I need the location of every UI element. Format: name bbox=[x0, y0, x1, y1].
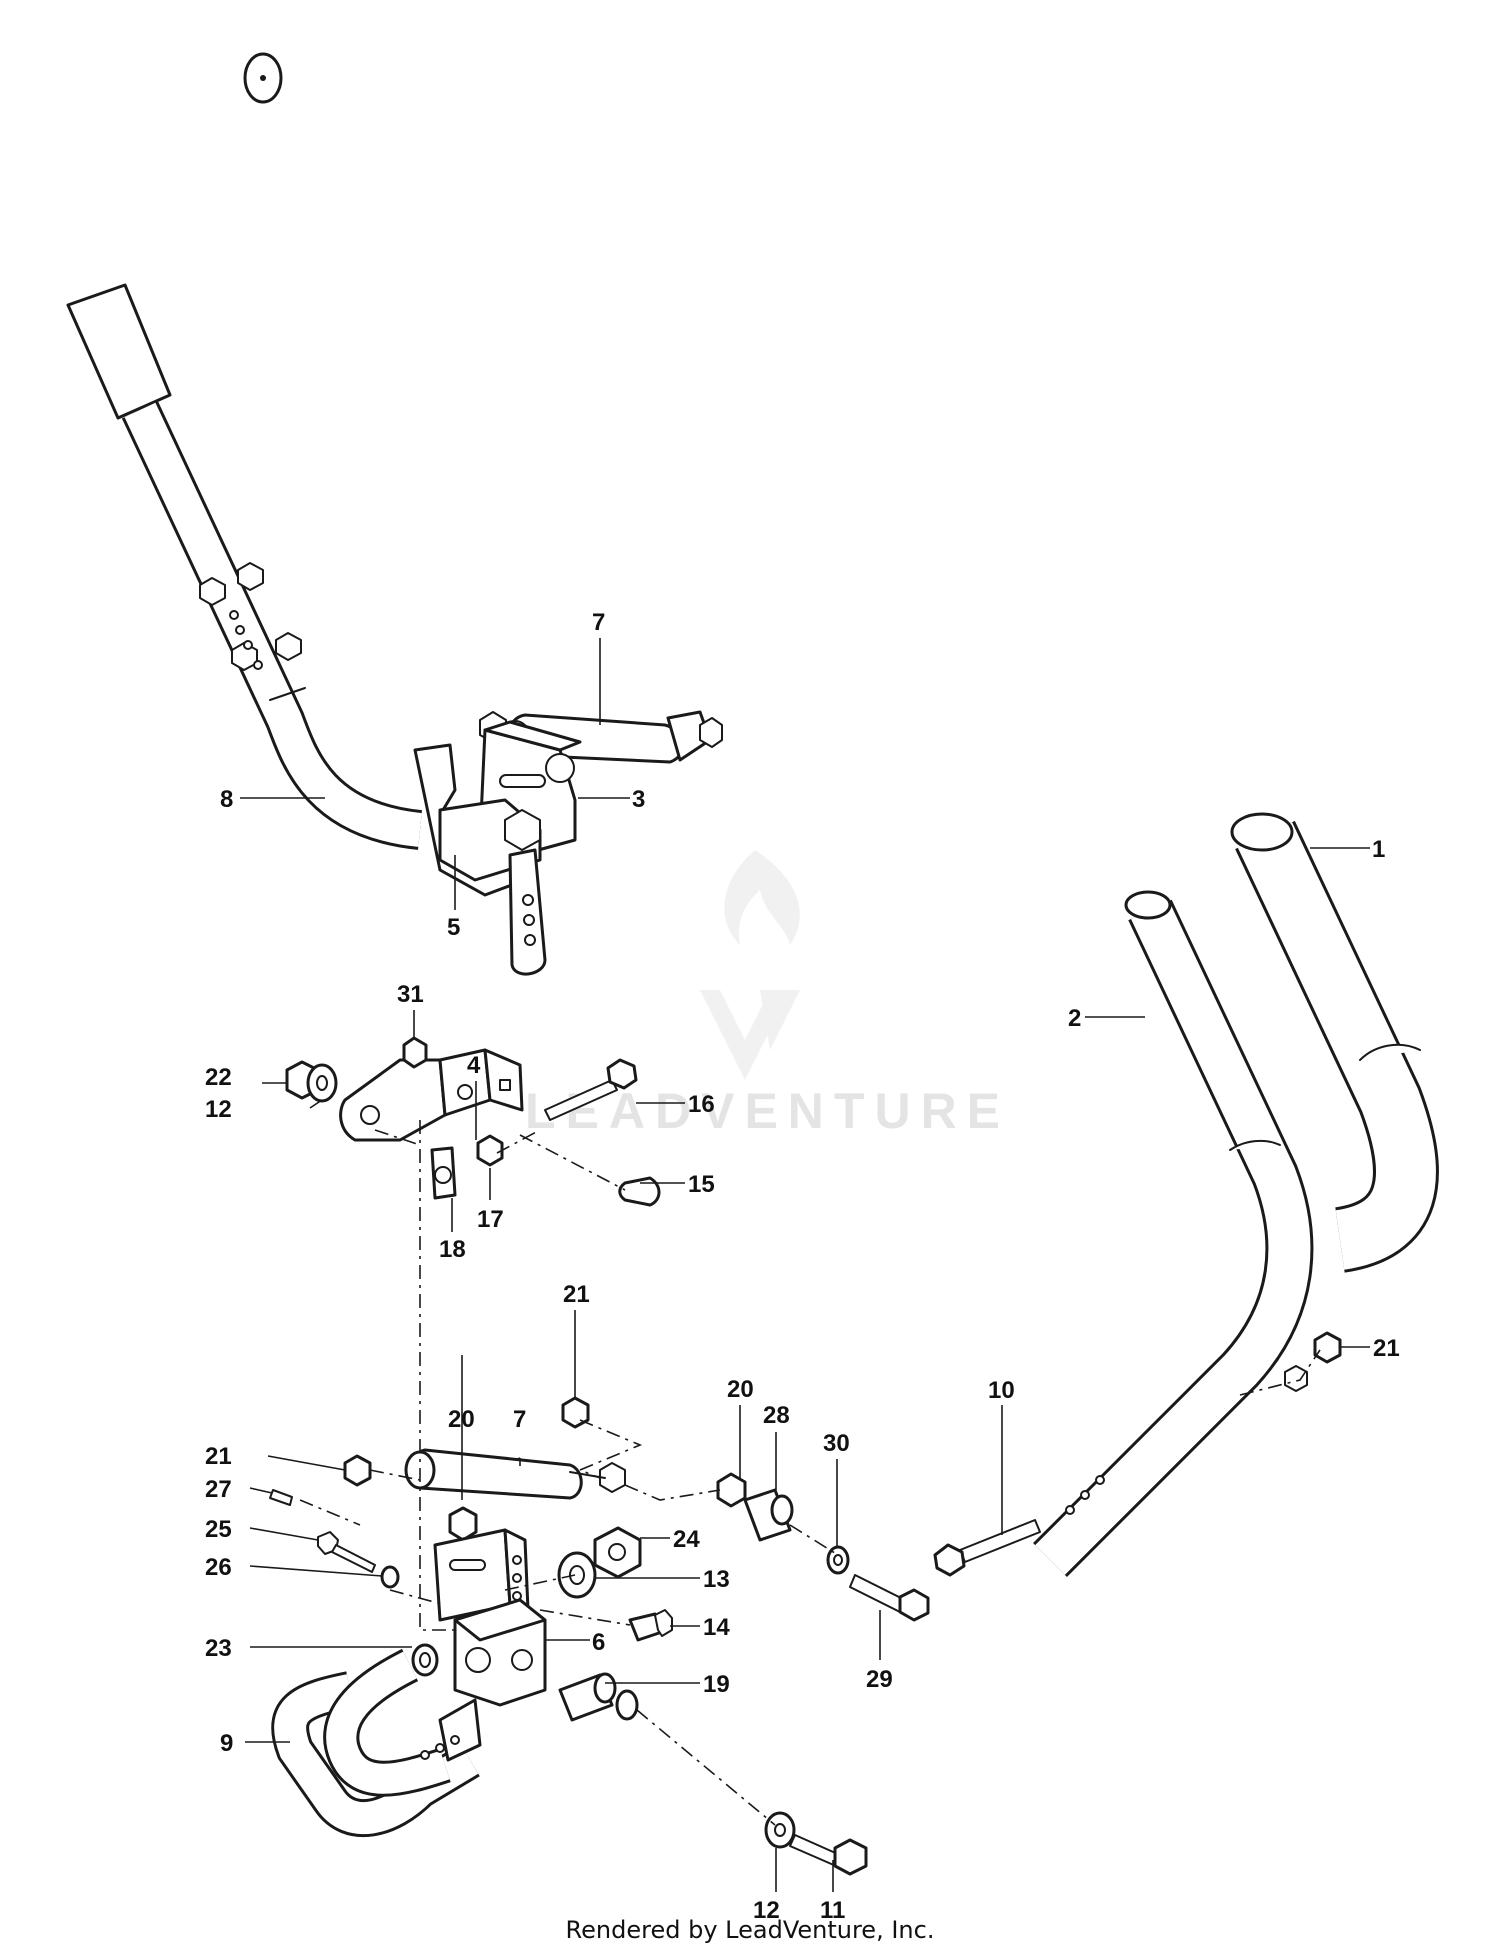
part-11-bolt bbox=[789, 1834, 868, 1876]
callout-23: 23 bbox=[205, 1635, 232, 1662]
leader-lines bbox=[240, 638, 1370, 1892]
part-9-pedal bbox=[271, 1648, 482, 1837]
callout-20-right: 20 bbox=[727, 1376, 754, 1403]
callout-7-lower: 7 bbox=[513, 1406, 526, 1433]
callout-25: 25 bbox=[205, 1516, 232, 1543]
callout-4: 4 bbox=[467, 1052, 481, 1079]
callout-1: 1 bbox=[1372, 836, 1385, 863]
part-14-bolt bbox=[628, 1609, 673, 1642]
callout-28: 28 bbox=[763, 1402, 790, 1429]
part-25-bolt bbox=[317, 1531, 376, 1573]
callout-3: 3 bbox=[632, 786, 645, 813]
callout-labels: 1 2 3 4 5 6 7 7 8 9 10 11 12 12 13 14 15… bbox=[205, 609, 1400, 1924]
callout-24: 24 bbox=[673, 1526, 700, 1553]
callout-31: 31 bbox=[397, 981, 424, 1008]
callout-20-center: 20 bbox=[448, 1406, 475, 1433]
callout-8: 8 bbox=[220, 786, 233, 813]
callout-10: 10 bbox=[988, 1377, 1015, 1404]
part-20-locknut-center bbox=[448, 1506, 478, 1542]
part-31-nut bbox=[402, 1036, 428, 1069]
footer-credit: Rendered by LeadVenture, Inc. bbox=[565, 1916, 935, 1944]
callout-18: 18 bbox=[439, 1236, 466, 1263]
part-6-block bbox=[453, 1598, 547, 1707]
part-8-handle bbox=[27, 32, 423, 850]
callout-21-top: 21 bbox=[563, 1281, 590, 1308]
callout-16: 16 bbox=[688, 1091, 715, 1118]
part-13-washer bbox=[557, 1551, 597, 1599]
part-30-washer bbox=[826, 1545, 850, 1575]
watermark-logo bbox=[700, 850, 800, 1080]
part-24-nut bbox=[593, 1526, 642, 1579]
part-12-washer-upper bbox=[306, 1063, 338, 1103]
callout-29: 29 bbox=[866, 1666, 893, 1693]
callout-19: 19 bbox=[703, 1671, 730, 1698]
part-17-nut bbox=[476, 1134, 504, 1167]
part-26-washer bbox=[380, 1565, 400, 1589]
callout-30: 30 bbox=[823, 1430, 850, 1457]
part-1-handle bbox=[1230, 812, 1439, 1273]
callout-21-left: 21 bbox=[205, 1443, 232, 1470]
callout-11: 11 bbox=[820, 1897, 845, 1924]
part-18-clip-nut bbox=[430, 1146, 457, 1200]
part-23-ring bbox=[411, 1643, 439, 1677]
callout-17: 17 bbox=[477, 1206, 504, 1233]
callout-14: 14 bbox=[703, 1614, 730, 1641]
part-20-locknut-right bbox=[716, 1472, 747, 1508]
part-16-bolt bbox=[544, 1058, 638, 1121]
part-28-spacer bbox=[743, 1488, 794, 1542]
callout-7-upper: 7 bbox=[592, 609, 605, 636]
part-2-handle bbox=[1033, 890, 1314, 1577]
part-27-fitting bbox=[269, 1489, 293, 1506]
part-29-bolt bbox=[849, 1574, 930, 1622]
callout-9: 9 bbox=[220, 1730, 233, 1757]
part-21-nut-left bbox=[343, 1454, 372, 1487]
callout-2: 2 bbox=[1068, 1005, 1081, 1032]
callout-22: 22 bbox=[205, 1064, 232, 1091]
part-5-mount bbox=[413, 743, 547, 976]
part-21-nut-right bbox=[1284, 1331, 1342, 1392]
part-12-washer-lower bbox=[764, 1811, 796, 1849]
callout-27: 27 bbox=[205, 1476, 232, 1503]
part-4-bracket bbox=[339, 1048, 524, 1142]
assembly-lines bbox=[299, 1120, 1321, 1826]
callout-5: 5 bbox=[447, 914, 460, 941]
part-10-bolt bbox=[933, 1519, 1041, 1577]
callout-21-right: 21 bbox=[1373, 1335, 1400, 1362]
part-15-pin bbox=[618, 1176, 661, 1207]
callout-6: 6 bbox=[592, 1629, 605, 1656]
part-21-nut-top bbox=[561, 1396, 590, 1429]
part-19-spacer bbox=[558, 1672, 639, 1722]
callout-12-upper: 12 bbox=[205, 1096, 232, 1123]
part-7-damper-lower bbox=[404, 1448, 626, 1500]
callout-15: 15 bbox=[688, 1171, 715, 1198]
callout-26: 26 bbox=[205, 1554, 232, 1581]
callout-13: 13 bbox=[703, 1566, 730, 1593]
callout-12-lower: 12 bbox=[753, 1897, 780, 1924]
